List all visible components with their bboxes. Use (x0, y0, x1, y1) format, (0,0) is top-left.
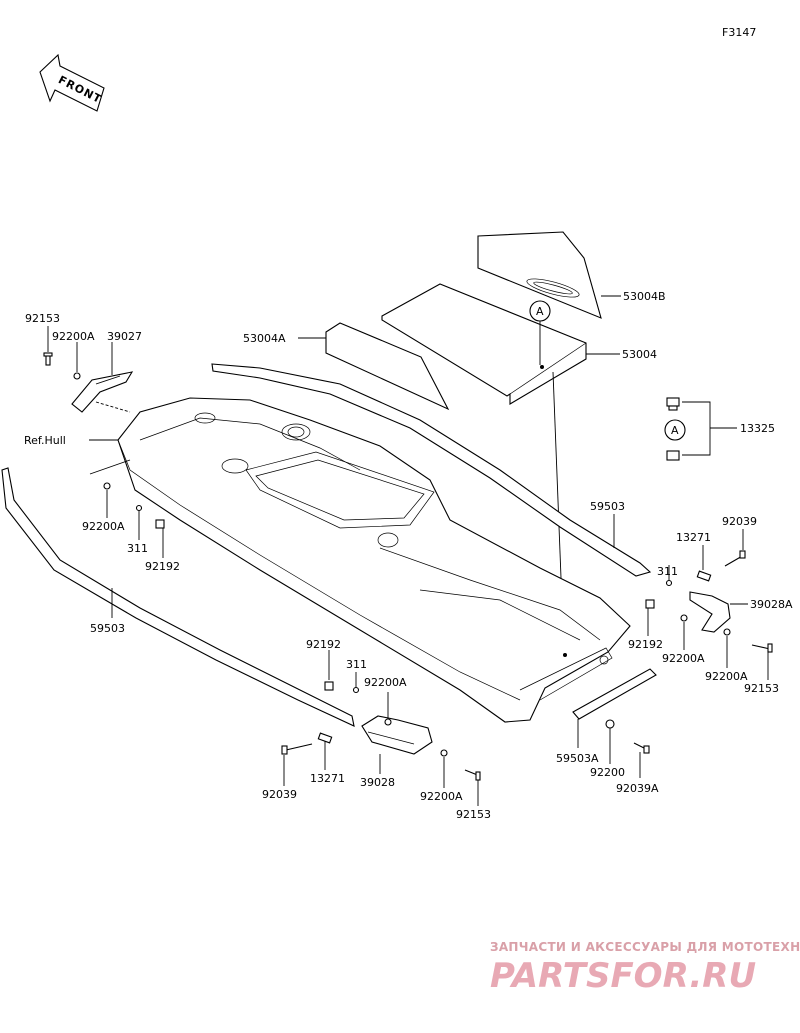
pad-53004B (477, 231, 602, 319)
screw-92153-b (464, 769, 481, 781)
pad-53004A (325, 322, 450, 411)
collar-92192-r (645, 599, 655, 609)
nut-311-b (352, 686, 360, 694)
washer-92200A-l (103, 482, 111, 490)
washer-92200A-b1 (384, 718, 392, 726)
rail-59503-left (1, 467, 355, 727)
label-59503-right: 59503 (590, 500, 625, 513)
label-39028A: 39028A (750, 598, 793, 611)
bolt-13325: A (664, 397, 737, 461)
label-13271-r: 13271 (676, 531, 711, 544)
screw-92039A (633, 742, 650, 754)
label-53004B: 53004B (623, 290, 666, 303)
washer-92200A-tl (73, 372, 81, 380)
label-39028: 39028 (360, 776, 395, 789)
bracket-39027 (71, 371, 134, 413)
bracket-39028 (361, 715, 433, 755)
label-59503A: 59503A (556, 752, 599, 765)
label-39027: 39027 (107, 330, 142, 343)
nut-311-r (665, 579, 673, 587)
washer-92200A-r1 (680, 614, 688, 622)
screw-92153-r (751, 643, 773, 653)
label-92153-b: 92153 (456, 808, 491, 821)
label-92153-tl: 92153 (25, 312, 60, 325)
collar-92192-l (155, 519, 165, 529)
label-13271-b: 13271 (310, 772, 345, 785)
screw-92039-r (724, 550, 746, 567)
screw-92039-b (281, 743, 313, 755)
hull-body (117, 397, 631, 723)
label-59503-left: 59503 (90, 622, 125, 635)
ref-hull-label: Ref.Hull (24, 434, 66, 447)
washer-92200A-r2 (723, 628, 731, 636)
watermark-logo: PARTSFOR.RU (490, 956, 756, 996)
label-92192-r: 92192 (628, 638, 663, 651)
label-92200A-r2: 92200A (705, 670, 748, 683)
label-53004: 53004 (622, 348, 657, 361)
label-311-r: 311 (657, 565, 678, 578)
label-92200: 92200 (590, 766, 625, 779)
label-311-b: 311 (346, 658, 367, 671)
label-311-l: 311 (127, 542, 148, 555)
label-92200A-l: 92200A (82, 520, 125, 533)
label-92200A-tl: 92200A (52, 330, 95, 343)
marker-a-right-label: A (671, 424, 679, 437)
label-92200A-b1: 92200A (364, 676, 407, 689)
label-92192-l: 92192 (145, 560, 180, 573)
strip-59503A (572, 668, 657, 720)
label-92153-r: 92153 (744, 682, 779, 695)
washer-92200A-b2 (440, 749, 448, 757)
rail-59503-right (211, 363, 652, 577)
nut-311-l (135, 504, 143, 512)
label-92039-b: 92039 (262, 788, 297, 801)
front-arrow-icon: FRONT (39, 53, 105, 112)
collar-92192-b (324, 681, 334, 691)
plate-13271-b (317, 732, 333, 744)
label-13325: 13325 (740, 422, 775, 435)
pad-53004 (381, 283, 587, 405)
label-53004A: 53004A (243, 332, 286, 345)
label-92200A-b2: 92200A (420, 790, 463, 803)
washer-92200 (605, 719, 615, 729)
watermark-tagline: ЗАПЧАСТИ И АКСЕССУАРЫ ДЛЯ МОТОТЕХНИКИ (490, 940, 800, 954)
marker-a-top-label: A (536, 305, 544, 318)
label-92039A: 92039A (616, 782, 659, 795)
figure-code: F3147 (722, 26, 756, 39)
label-92192-b: 92192 (306, 638, 341, 651)
bracket-39028A (689, 591, 731, 633)
label-92039-r: 92039 (722, 515, 757, 528)
plate-13271-r (696, 570, 712, 582)
label-92200A-r1: 92200A (662, 652, 705, 665)
screw-92153-tl (43, 352, 53, 366)
